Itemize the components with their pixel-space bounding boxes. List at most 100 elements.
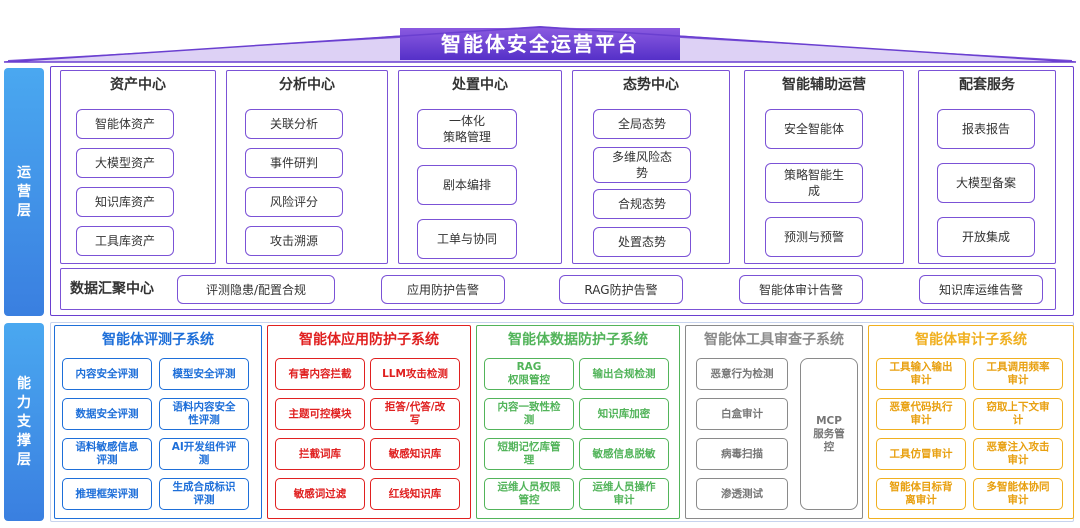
ops-column-smart-ops: 智能辅助运营 安全智能体 策略智能生 成 预测与预警 [744, 70, 904, 264]
ops-column-title: 分析中心 [279, 77, 335, 93]
subsystem-item: 数据安全评测 [62, 398, 152, 430]
ops-column-analysis-center: 分析中心 关联分析 事件研判 风险评分 攻击溯源 [226, 70, 388, 264]
subsystem-item: 敏感知识库 [370, 438, 460, 470]
subsystem-item: 恶意行为检测 [696, 358, 788, 390]
ops-column-title: 资产中心 [110, 77, 166, 93]
subsystem-title: 智能体应用防护子系统 [299, 332, 439, 348]
ops-item: 预测与预警 [765, 217, 863, 257]
subsystem-item: 语料敏感信息 评测 [62, 438, 152, 470]
ops-item: 大模型备案 [937, 163, 1035, 203]
platform-roof: 智能体安全运营平台 [0, 0, 1080, 64]
subsystem-tool-review: 智能体工具审查子系统 恶意行为检测 白盒审计 病毒扫描 渗透测试 MCP 服务管… [685, 325, 863, 519]
subsystem-item: 工具调用频率 审计 [973, 358, 1063, 390]
ops-item: 开放集成 [937, 217, 1035, 257]
roof-shape [3, 26, 1077, 63]
hub-item: 知识库运维告警 [919, 275, 1043, 304]
subsystem-title: 智能体工具审查子系统 [704, 332, 844, 348]
hub-item: 评测隐患/配置合规 [177, 275, 335, 304]
ops-item: 全局态势 [593, 109, 691, 139]
subsystem-item: RAG 权限管控 [484, 358, 574, 390]
subsystem-item: 主题可控模块 [275, 398, 365, 430]
ops-layer-frame [50, 66, 1074, 316]
subsystem-title: 智能体评测子系统 [102, 332, 214, 348]
side-char: 层 [17, 451, 31, 468]
subsystem-item: 敏感信息脱敏 [579, 438, 669, 470]
ops-item: 智能体资产 [76, 109, 174, 139]
subsystem-item: 输出合规检测 [579, 358, 669, 390]
ops-item: 一体化 策略管理 [417, 109, 517, 149]
subsystem-item: 恶意代码执行 审计 [876, 398, 966, 430]
subsystem-item: 语料内容安全 性评测 [159, 398, 249, 430]
side-label-ability-layer: 能 力 支 撑 层 [4, 323, 44, 521]
ops-item: 安全智能体 [765, 109, 863, 149]
subsystem-evaluation: 智能体评测子系统 内容安全评测 模型安全评测 数据安全评测 语料内容安全 性评测… [54, 325, 262, 519]
subsystem-item: 多智能体协同 审计 [973, 478, 1063, 510]
ops-item: 工具库资产 [76, 226, 174, 256]
ops-item: 攻击溯源 [245, 226, 343, 256]
subsystem-item: 工具输入输出 审计 [876, 358, 966, 390]
data-hub-row: 数据汇聚中心 评测隐患/配置合规 应用防护告警 RAG防护告警 智能体审计告警 … [60, 268, 1056, 310]
subsystem-item: 敏感词过滤 [275, 478, 365, 510]
subsystem-item: 有害内容拦截 [275, 358, 365, 390]
subsystem-item: 生成合成标识 评测 [159, 478, 249, 510]
subsystem-item: 渗透测试 [696, 478, 788, 510]
ops-item: 处置态势 [593, 227, 691, 257]
side-char: 层 [17, 202, 31, 219]
subsystem-item: 拦截词库 [275, 438, 365, 470]
ops-item: 知识库资产 [76, 187, 174, 217]
ops-column-situation-center: 态势中心 全局态势 多维风险态 势 合规态势 处置态势 [572, 70, 730, 264]
subsystem-title: 智能体数据防护子系统 [508, 332, 648, 348]
ops-item: 剧本编排 [417, 165, 517, 205]
subsystem-item: 内容安全评测 [62, 358, 152, 390]
subsystem-item: LLM攻击检测 [370, 358, 460, 390]
ops-column-title: 配套服务 [959, 77, 1015, 93]
subsystem-item: 运维人员权限 管控 [484, 478, 574, 510]
ops-column-title: 处置中心 [452, 77, 508, 93]
side-char: 营 [17, 183, 31, 200]
ops-item: 合规态势 [593, 189, 691, 219]
ops-item: 关联分析 [245, 109, 343, 139]
hub-item: 应用防护告警 [381, 275, 505, 304]
subsystem-item: 红线知识库 [370, 478, 460, 510]
side-label-ops-layer: 运 营 层 [4, 68, 44, 316]
subsystem-item: 内容一致性检 测 [484, 398, 574, 430]
subsystem-item: 推理框架评测 [62, 478, 152, 510]
subsystem-title: 智能体审计子系统 [915, 332, 1027, 348]
subsystem-app-protection: 智能体应用防护子系统 有害内容拦截 LLM攻击检测 主题可控模块 拒答/代答/改… [267, 325, 471, 519]
subsystem-item: 白盒审计 [696, 398, 788, 430]
ops-item: 风险评分 [245, 187, 343, 217]
subsystem-item: 拒答/代答/改 写 [370, 398, 460, 430]
side-char: 支 [17, 413, 31, 430]
side-char: 运 [17, 164, 31, 181]
ops-column-asset-center: 资产中心 智能体资产 大模型资产 知识库资产 工具库资产 [60, 70, 216, 264]
subsystem-item: 短期记忆库管 理 [484, 438, 574, 470]
hub-item: 智能体审计告警 [739, 275, 863, 304]
data-hub-title: 数据汇聚中心 [70, 281, 154, 297]
ops-column-support-services: 配套服务 报表报告 大模型备案 开放集成 [918, 70, 1056, 264]
ops-item: 报表报告 [937, 109, 1035, 149]
subsystem-item: 知识库加密 [579, 398, 669, 430]
subsystem-item: 病毒扫描 [696, 438, 788, 470]
subsystem-audit: 智能体审计子系统 工具输入输出 审计 工具调用频率 审计 恶意代码执行 审计 窃… [868, 325, 1074, 519]
ops-column-response-center: 处置中心 一体化 策略管理 剧本编排 工单与协同 [398, 70, 562, 264]
side-char: 撑 [17, 432, 31, 449]
ops-item: 多维风险态 势 [593, 147, 691, 183]
hub-item: RAG防护告警 [559, 275, 683, 304]
subsystem-item: 运维人员操作 审计 [579, 478, 669, 510]
ops-column-title: 智能辅助运营 [782, 77, 866, 93]
subsystem-data-protection: 智能体数据防护子系统 RAG 权限管控 输出合规检测 内容一致性检 测 知识库加… [476, 325, 680, 519]
subsystem-item: 窃取上下文审 计 [973, 398, 1063, 430]
subsystem-item: 工具仿冒审计 [876, 438, 966, 470]
ops-item: 事件研判 [245, 148, 343, 178]
side-char: 力 [17, 394, 31, 411]
ops-column-title: 态势中心 [623, 77, 679, 93]
ops-item: 策略智能生 成 [765, 163, 863, 203]
subsystem-item: AI开发组件评 测 [159, 438, 249, 470]
subsystem-item: 恶意注入攻击 审计 [973, 438, 1063, 470]
ops-item: 工单与协同 [417, 219, 517, 259]
side-char: 能 [17, 375, 31, 392]
subsystem-item: 模型安全评测 [159, 358, 249, 390]
ops-item: 大模型资产 [76, 148, 174, 178]
platform-title: 智能体安全运营平台 [441, 32, 639, 56]
subsystem-item: 智能体目标背 离审计 [876, 478, 966, 510]
